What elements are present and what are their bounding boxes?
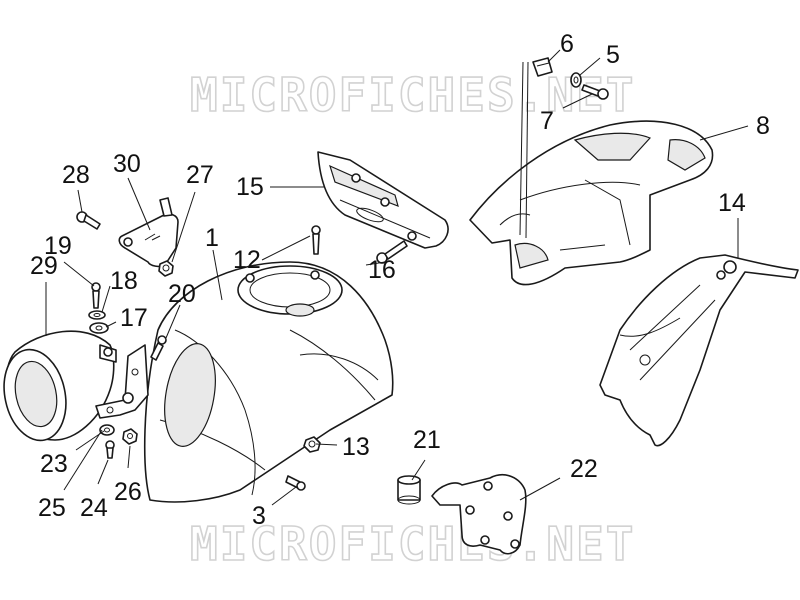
callout-27: 27 [186,161,214,189]
part-screw-20 [150,335,167,361]
callout-3: 3 [252,502,266,530]
callout-25: 25 [38,494,66,522]
part-bracket-plate-22 [431,474,527,555]
part-screw-16 [376,240,408,264]
part-nut-27 [158,260,174,277]
part-bolt-28 [76,211,101,230]
callout-6: 6 [560,30,574,58]
part-front-mudguard [143,261,394,503]
callout-28: 28 [62,161,90,189]
callout-8: 8 [756,112,770,140]
part-screw-12 [311,225,321,255]
part-screw-19 [91,282,101,309]
callout-labels: 1 3 5 6 7 8 12 13 14 15 16 17 18 19 20 2… [30,30,770,530]
part-plate-support [317,151,449,249]
callout-15: 15 [236,173,264,201]
part-lamp-mount-bracket [95,344,149,419]
watermark-bottom: MICROFICHES.NET [190,517,635,571]
watermark-top: MICROFICHES.NET [190,68,635,122]
part-bolt-7 [581,84,609,100]
callout-22: 22 [570,455,598,483]
callout-21: 21 [413,426,441,454]
callout-5: 5 [606,41,620,69]
part-nut-26 [122,428,138,445]
callout-14: 14 [718,189,746,217]
callout-7: 7 [540,107,554,135]
part-headlamp-bracket [118,197,179,268]
part-washer-18 [88,310,106,320]
part-screw-24 [105,440,115,459]
part-washer-23 [99,424,115,436]
callout-1: 1 [205,224,219,252]
callout-12: 12 [233,246,261,274]
part-rear-mudguard [469,120,714,286]
callout-19: 19 [44,232,72,260]
part-washer-5 [570,72,582,88]
callout-23: 23 [40,450,68,478]
part-rear-bracket [599,254,799,447]
part-washer-17 [89,322,109,334]
callout-24: 24 [80,494,108,522]
callout-18: 18 [110,267,138,295]
part-headlamp [3,330,117,442]
part-screw-3 [285,475,306,491]
part-spacer-21 [397,475,421,505]
callout-30: 30 [113,150,141,178]
callout-29: 29 [30,252,58,280]
callout-26: 26 [114,478,142,506]
part-nut-13 [303,436,321,453]
callout-13: 13 [342,433,370,461]
callout-16: 16 [368,256,396,284]
part-clip-6 [532,57,553,77]
callout-20: 20 [168,280,196,308]
callout-17: 17 [120,304,148,332]
leader-lines [45,49,749,506]
